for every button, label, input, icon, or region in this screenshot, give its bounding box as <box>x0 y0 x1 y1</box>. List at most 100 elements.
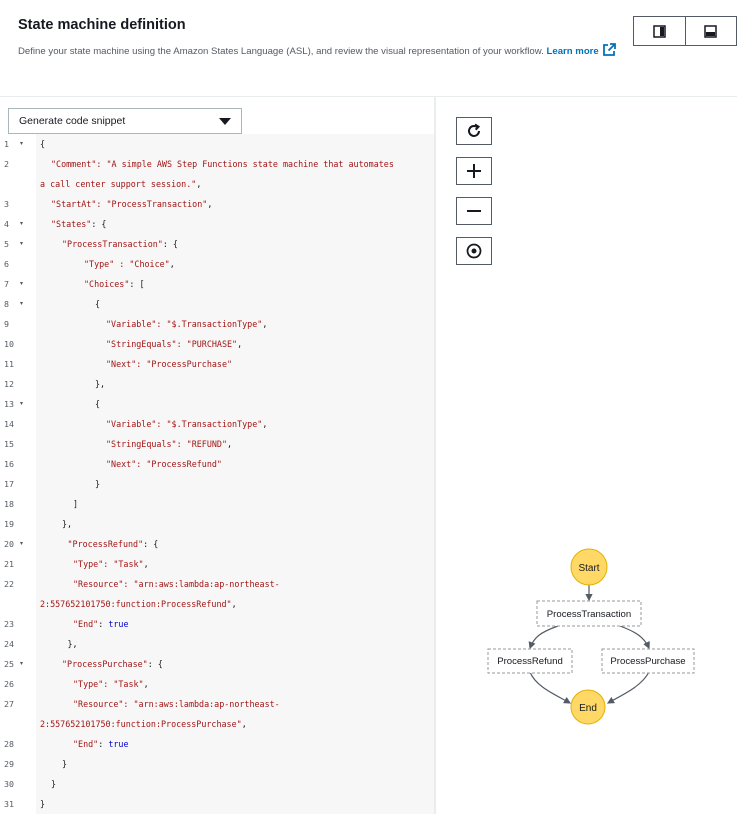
code-string: "ProcessTransaction" <box>62 239 163 249</box>
code-keyword: true <box>108 619 129 629</box>
line-number: 1 <box>4 139 9 149</box>
line-number: 24 <box>4 639 14 649</box>
fold-toggle-icon[interactable]: ▾ <box>20 241 24 247</box>
workflow-graph: Start ProcessTransaction ProcessRefund P… <box>487 548 695 725</box>
code-string: "ProcessPurchase" <box>62 659 148 669</box>
code-punctuation: { <box>40 139 46 149</box>
edge-transaction-to-purchase <box>619 625 650 650</box>
code-punctuation: { <box>95 299 101 309</box>
end-node-label: End <box>579 703 597 714</box>
line-number: 23 <box>4 619 14 629</box>
code-line: }, <box>68 639 78 649</box>
fold-toggle-icon[interactable]: ▾ <box>20 301 24 307</box>
code-line: } <box>40 799 45 809</box>
process-purchase-node[interactable]: ProcessPurchase <box>601 648 695 674</box>
refresh-graph-button[interactable] <box>456 117 492 145</box>
split-view-button[interactable] <box>634 17 685 45</box>
code-string: "Next": "ProcessRefund" <box>106 459 222 469</box>
line-number: 16 <box>4 459 14 469</box>
refresh-icon <box>468 123 481 137</box>
code-line: "Variable": "$.TransactionType", <box>106 319 267 329</box>
start-node[interactable]: Start <box>570 548 608 586</box>
line-number: 15 <box>4 439 14 449</box>
generate-code-snippet-dropdown[interactable]: Generate code snippet <box>8 108 242 134</box>
view-toggle <box>633 16 737 46</box>
code-string: "End" <box>73 619 99 629</box>
code-punctuation: , <box>143 679 149 689</box>
line-number: 14 <box>4 419 14 429</box>
stacked-view-button[interactable] <box>684 17 737 45</box>
code-string: 2:557652101750:function:ProcessRefund" <box>40 599 232 609</box>
code-punctuation: : { <box>143 539 159 549</box>
process-purchase-label: ProcessPurchase <box>610 656 685 667</box>
code-line: "End": true <box>73 619 128 629</box>
line-number: 12 <box>4 379 14 389</box>
code-string: "Variable": "$.TransactionType" <box>106 319 263 329</box>
end-node[interactable]: End <box>570 689 606 725</box>
line-number: 9 <box>4 319 9 329</box>
code-punctuation: ] <box>73 499 79 509</box>
process-refund-label: ProcessRefund <box>497 656 563 667</box>
code-line: "StringEquals": "REFUND", <box>106 439 232 449</box>
code-punctuation: : [ <box>129 279 145 289</box>
code-line: "ProcessPurchase": { <box>62 659 163 669</box>
start-node-label: Start <box>578 563 599 574</box>
line-number: 18 <box>4 499 14 509</box>
zoom-in-button[interactable] <box>456 157 492 185</box>
zoom-out-icon <box>467 210 481 212</box>
code-line: "StartAt": "ProcessTransaction", <box>51 199 212 209</box>
caret-down-icon <box>219 117 231 125</box>
code-string: "Next": "ProcessPurchase" <box>106 359 233 369</box>
fold-toggle-icon[interactable]: ▾ <box>20 281 24 287</box>
code-line: "Variable": "$.TransactionType", <box>106 419 267 429</box>
panel-divider[interactable] <box>434 97 436 814</box>
code-punctuation: , <box>231 599 237 609</box>
code-keyword: true <box>108 739 129 749</box>
external-link-icon <box>602 43 616 56</box>
description-text: Define your state machine using the Amaz… <box>18 46 544 57</box>
code-punctuation: : { <box>147 659 163 669</box>
process-refund-node[interactable]: ProcessRefund <box>487 648 573 674</box>
line-number: 8 <box>4 299 9 309</box>
process-transaction-node[interactable]: ProcessTransaction <box>536 600 642 627</box>
zoom-out-button[interactable] <box>456 197 492 225</box>
code-string: "ProcessRefund" <box>67 539 144 549</box>
code-string: "Choices" <box>84 279 130 289</box>
header: State machine definition Define your sta… <box>0 0 737 97</box>
code-string: "StringEquals": "REFUND" <box>106 439 228 449</box>
page-description: Define your state machine using the Amaz… <box>18 43 618 60</box>
code-punctuation: : { <box>91 219 107 229</box>
learn-more-link[interactable]: Learn more <box>547 43 616 57</box>
code-line: "Choices": [ <box>84 279 145 289</box>
line-number: 19 <box>4 519 14 529</box>
code-line: } <box>95 479 100 489</box>
code-line: 2:557652101750:function:ProcessPurchase"… <box>40 719 247 729</box>
code-punctuation: , <box>237 339 243 349</box>
code-line: "Type": "Task", <box>73 559 149 569</box>
workflow-graph-panel: Start ProcessTransaction ProcessRefund P… <box>436 97 737 814</box>
line-number: 5 <box>4 239 9 249</box>
code-punctuation: }, <box>62 519 73 529</box>
code-punctuation: } <box>95 479 101 489</box>
fold-toggle-icon[interactable]: ▾ <box>20 661 24 667</box>
code-line: "Next": "ProcessPurchase" <box>106 359 232 369</box>
stacked-view-icon <box>704 24 717 38</box>
edge-refund-to-end <box>529 671 572 704</box>
code-punctuation: , <box>241 719 247 729</box>
code-string: "Type" : "Choice" <box>84 259 170 269</box>
code-line: ] <box>73 499 78 509</box>
fold-toggle-icon[interactable]: ▾ <box>20 401 24 407</box>
fold-toggle-icon[interactable]: ▾ <box>20 141 24 147</box>
line-number: 20 <box>4 539 14 549</box>
line-number-gutter <box>0 134 36 814</box>
code-punctuation: , <box>262 419 268 429</box>
fold-toggle-icon[interactable]: ▾ <box>20 221 24 227</box>
code-string: 2:557652101750:function:ProcessPurchase" <box>40 719 242 729</box>
line-number: 3 <box>4 199 9 209</box>
code-string: "Type": "Task" <box>73 679 144 689</box>
fold-toggle-icon[interactable]: ▾ <box>20 541 24 547</box>
code-editor[interactable]: 1▾{2"Comment": "A simple AWS Step Functi… <box>0 134 434 814</box>
center-graph-button[interactable] <box>456 237 492 265</box>
snippet-dropdown-label: Generate code snippet <box>19 115 126 127</box>
split-view-icon <box>653 24 666 38</box>
